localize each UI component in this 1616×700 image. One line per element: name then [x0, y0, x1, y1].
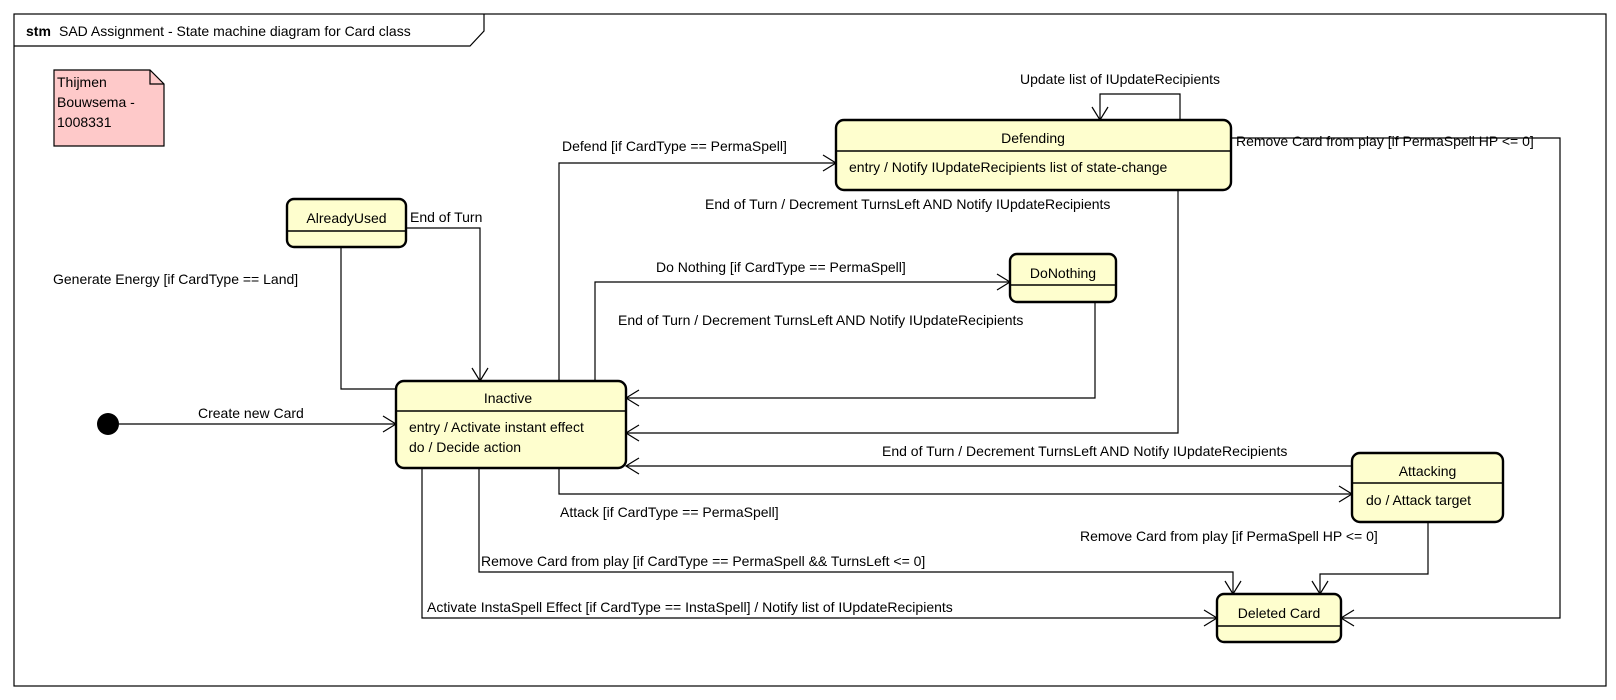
frame-title: SAD Assignment - State machine diagram f… — [59, 23, 411, 39]
transition-attack — [558, 468, 1352, 495]
transition-end-turn-used — [406, 227, 481, 381]
label-do-nothing: Do Nothing [if CardType == PermaSpell] — [656, 259, 906, 275]
state-inactive: Inactive entry / Activate instant effect… — [394, 379, 628, 470]
transition-remove-defending — [1231, 137, 1561, 619]
label-end-turn-attacking: End of Turn / Decrement TurnsLeft AND No… — [882, 443, 1287, 459]
state-already-used: AlreadyUsed — [285, 197, 408, 249]
transition-defend — [558, 162, 836, 381]
state-action: do / Decide action — [409, 439, 521, 455]
label-remove-defending: Remove Card from play [if PermaSpell HP … — [1236, 133, 1534, 149]
state-name: AlreadyUsed — [306, 210, 386, 226]
state-deleted-card: Deleted Card — [1215, 592, 1343, 644]
author-note — [53, 69, 165, 147]
label-defend: Defend [if CardType == PermaSpell] — [562, 138, 787, 154]
transition-end-turn-nothing — [626, 303, 1096, 399]
label-end-turn-nothing: End of Turn / Decrement TurnsLeft AND No… — [618, 312, 1023, 328]
note-line-2: Bouwsema - — [57, 94, 135, 110]
note-fold — [149, 70, 164, 85]
state-name: Deleted Card — [1238, 605, 1321, 621]
note-line-1: Thijmen — [57, 74, 107, 90]
state-action: do / Attack target — [1366, 492, 1471, 508]
state-name: Inactive — [484, 390, 532, 406]
arrowhead — [624, 457, 640, 475]
label-generate-energy: Generate Energy [if CardType == Land] — [53, 271, 298, 287]
transition-remove-turns — [478, 468, 1234, 594]
label-create: Create new Card — [198, 405, 304, 421]
state-action: entry / Activate instant effect — [409, 419, 584, 435]
label-remove-turns: Remove Card from play [if CardType == Pe… — [481, 553, 925, 569]
state-name: Attacking — [1399, 463, 1457, 479]
state-name: Defending — [1001, 130, 1065, 146]
label-attack: Attack [if CardType == PermaSpell] — [560, 504, 779, 520]
initial-state — [97, 413, 119, 435]
transition-do-nothing — [594, 281, 1010, 381]
label-instaspell: Activate InstaSpell Effect [if CardType … — [427, 599, 953, 615]
label-end-turn-defending: End of Turn / Decrement TurnsLeft AND No… — [705, 196, 1110, 212]
transition-remove-attacking — [1319, 522, 1429, 594]
note-line-3: 1008331 — [57, 114, 112, 130]
frame-title-tab — [14, 14, 485, 47]
transition-instaspell — [421, 468, 1217, 619]
label-end-turn-used: End of Turn — [410, 209, 482, 225]
label-remove-attacking: Remove Card from play [if PermaSpell HP … — [1080, 528, 1378, 544]
transition-generate-energy — [340, 234, 396, 390]
transition-update-list — [1099, 93, 1181, 120]
diagram-frame — [13, 13, 1607, 687]
state-name: DoNothing — [1030, 265, 1096, 281]
transition-end-turn-defending — [626, 190, 1179, 434]
frame-keyword: stm — [26, 23, 51, 39]
state-defending: Defending entry / Notify IUpdateRecipien… — [834, 118, 1233, 192]
state-attacking: Attacking do / Attack target — [1350, 451, 1505, 524]
state-do-nothing: DoNothing — [1008, 252, 1118, 304]
label-update-list: Update list of IUpdateRecipients — [1020, 71, 1220, 87]
state-action: entry / Notify IUpdateRecipients list of… — [849, 159, 1167, 175]
